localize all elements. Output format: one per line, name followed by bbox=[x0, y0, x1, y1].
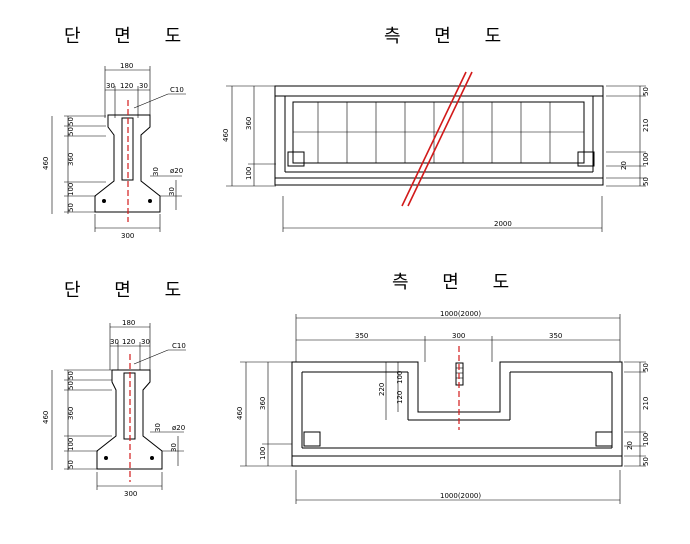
side-top-r-50b: 50 bbox=[642, 177, 650, 186]
side-bottom-r-50b: 50 bbox=[642, 457, 650, 466]
dim-width-top-b: 180 bbox=[122, 319, 135, 327]
dim-base-width: 300 bbox=[121, 232, 134, 240]
side-bottom-h-360: 360 bbox=[259, 397, 267, 410]
side-top-h-100: 100 bbox=[245, 167, 253, 180]
side-bottom-r-100: 100 bbox=[642, 433, 650, 446]
side-top-r-100: 100 bbox=[642, 153, 650, 166]
side-bottom-h-100b: 100 bbox=[396, 371, 404, 384]
title-section-bottom: 단 면 도 bbox=[64, 280, 195, 301]
dim-w-mid-b: 120 bbox=[122, 338, 135, 346]
side-top-r-210: 210 bbox=[642, 119, 650, 132]
dim-side-30b: 30 bbox=[168, 187, 176, 196]
side-bottom-bottom-total: 1000(2000) bbox=[440, 492, 481, 500]
bar-label-bottom: ø20 bbox=[172, 424, 185, 432]
dim-base-width-b: 300 bbox=[124, 490, 137, 498]
dim-w-left-b: 30 bbox=[110, 338, 119, 346]
side-bottom-h-460: 460 bbox=[236, 407, 244, 420]
dim-h-total: 460 bbox=[42, 157, 50, 170]
side-bottom-seg-300: 300 bbox=[452, 332, 465, 340]
grid-panel bbox=[293, 102, 584, 163]
side-top-h-360: 360 bbox=[245, 117, 253, 130]
dim-h-50a: 50 bbox=[67, 117, 75, 126]
dim-h-50a-b: 50 bbox=[67, 371, 75, 380]
dim-h-100-b: 100 bbox=[67, 438, 75, 451]
side-bottom-h-100: 100 bbox=[259, 447, 267, 460]
dim-side-30a: 30 bbox=[152, 167, 160, 176]
side-top-h-460: 460 bbox=[222, 129, 230, 142]
dim-width-top: 180 bbox=[120, 62, 133, 70]
cross-section-top: 180 30 120 30 C10 460 50 50 360 100 50 bbox=[42, 62, 186, 240]
dim-h-100: 100 bbox=[67, 183, 75, 196]
dim-side-30b-b: 30 bbox=[170, 443, 178, 452]
dim-w-mid: 120 bbox=[120, 82, 133, 90]
dim-w-right: 30 bbox=[139, 82, 148, 90]
side-bottom-seg-350a: 350 bbox=[355, 332, 368, 340]
dim-h-50c-b: 50 bbox=[67, 460, 75, 469]
dim-w-left: 30 bbox=[106, 82, 115, 90]
title-side-top: 측 면 도 bbox=[384, 26, 515, 47]
side-bottom-r-210: 210 bbox=[642, 397, 650, 410]
side-top-r-50a: 50 bbox=[642, 87, 650, 96]
dim-h-50c: 50 bbox=[67, 203, 75, 212]
side-top-length: 2000 bbox=[494, 220, 512, 228]
side-bottom-h-220: 220 bbox=[378, 383, 386, 396]
side-bottom-seg-350b: 350 bbox=[549, 332, 562, 340]
dim-side-30a-b: 30 bbox=[154, 423, 162, 432]
side-bottom-h-120: 120 bbox=[396, 391, 404, 404]
title-section-top: 단 면 도 bbox=[64, 26, 195, 47]
side-bottom-top-total: 1000(2000) bbox=[440, 310, 481, 318]
side-bottom-r-20: 20 bbox=[626, 441, 634, 450]
dim-h-50b-b: 50 bbox=[67, 381, 75, 390]
side-view-bottom: 1000(2000) 350 300 350 220 100 120 bbox=[236, 310, 650, 504]
rebar-label-bottom: C10 bbox=[172, 342, 186, 350]
title-side-bottom: 측 면 도 bbox=[392, 272, 523, 293]
dim-h-360: 360 bbox=[67, 153, 75, 166]
rebar-label-top: C10 bbox=[170, 86, 184, 94]
dim-h-50b: 50 bbox=[67, 127, 75, 136]
dim-h-total-b: 460 bbox=[42, 411, 50, 424]
cross-section-bottom: 180 30 120 30 C10 460 50 50 360 100 50 ø… bbox=[42, 319, 186, 498]
side-view-top: 460 360 100 50 210 20 100 50 2000 bbox=[222, 71, 650, 232]
bar-label-top: ø20 bbox=[170, 167, 183, 175]
side-bottom-r-50a: 50 bbox=[642, 363, 650, 372]
side-top-r-20: 20 bbox=[620, 161, 628, 170]
dim-w-right-b: 30 bbox=[141, 338, 150, 346]
dim-h-360-b: 360 bbox=[67, 407, 75, 420]
